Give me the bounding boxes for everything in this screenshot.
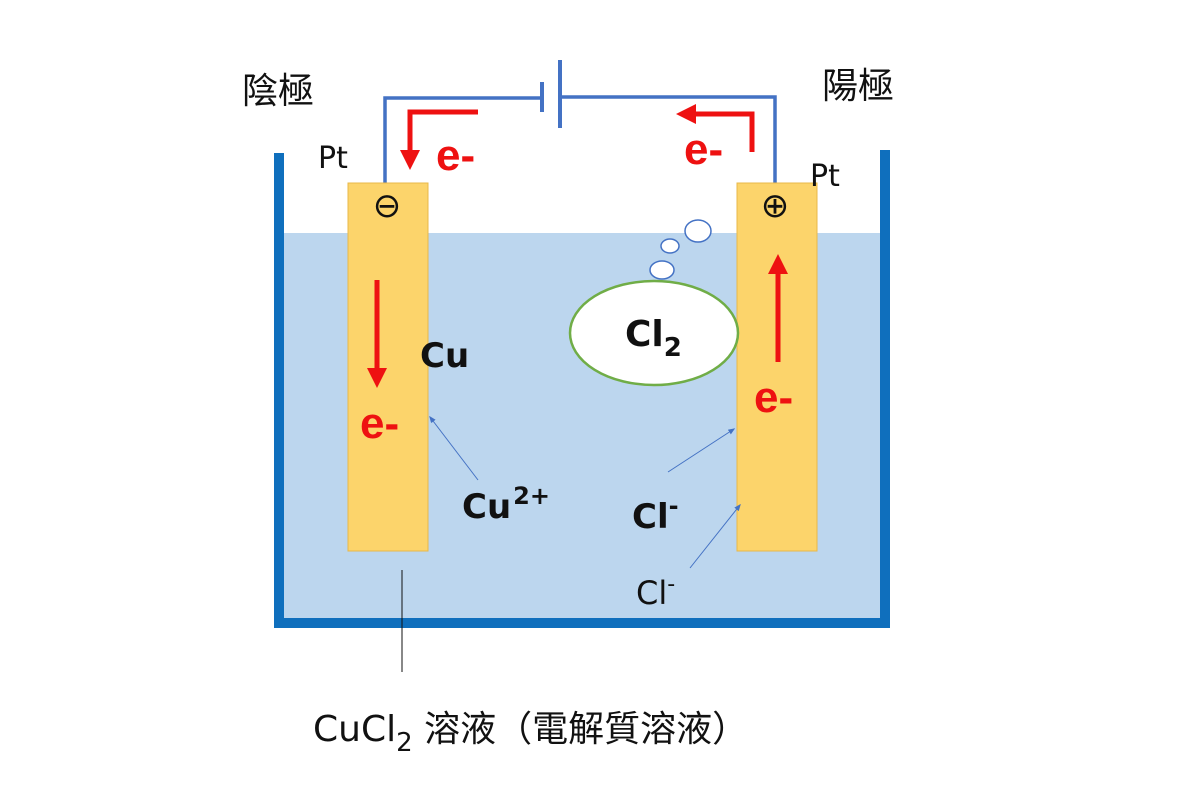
chlorine-gas-ellipse — [568, 279, 740, 387]
pt-label-cathode: Pt — [318, 141, 348, 176]
container — [274, 150, 890, 628]
chlorine-gas-label: Cl2 — [625, 314, 682, 363]
gas-bubble-large — [684, 219, 712, 243]
solution-caption: CuCl2 溶液（電解質溶液） — [313, 709, 748, 758]
chloride-ion-charge: - — [669, 492, 679, 520]
solution-formula-base: CuCl — [313, 709, 396, 750]
pointer-cl-ion-upper — [667, 428, 736, 473]
anode-electrode — [736, 182, 818, 552]
gas-bubble-medium — [649, 260, 675, 280]
copper-ion-label: Cu2+ — [462, 482, 550, 527]
pt-label-anode: Pt — [810, 159, 840, 194]
chloride-ion-lower-base: Cl — [636, 574, 667, 612]
electron-label-cathode: e- — [360, 399, 399, 448]
copper-ion-charge: 2+ — [513, 482, 550, 510]
chlorine-gas-subscript: 2 — [664, 333, 682, 363]
wire-left — [383, 96, 540, 183]
electron-arrow-top-right — [676, 104, 755, 152]
wire-right — [560, 95, 777, 183]
chlorine-gas-base: Cl — [625, 314, 664, 355]
anode-label: 陽極 — [822, 66, 894, 107]
electron-arrow-top-left — [400, 109, 478, 170]
copper-ion-base: Cu — [462, 487, 511, 527]
cathode-electrode — [347, 182, 429, 552]
minus-sign: ⊖ — [373, 186, 402, 226]
chloride-ion-label: Cl- — [632, 492, 679, 537]
chloride-ion-label-lower: Cl- — [636, 572, 675, 612]
copper-label: Cu — [420, 336, 469, 376]
electron-label-top-left: e- — [436, 131, 475, 180]
electron-label-top-right: e- — [684, 125, 723, 174]
chloride-ion-base: Cl — [632, 497, 669, 537]
plus-sign: ⊕ — [761, 186, 790, 226]
pointer-cl-ion-lower — [689, 503, 741, 569]
electron-label-anode: e- — [754, 373, 793, 422]
chloride-ion-lower-charge: - — [667, 572, 675, 597]
solution-formula-sub: 2 — [396, 728, 413, 758]
solution-name: 溶液（電解質溶液） — [413, 709, 748, 750]
cathode-label: 陰極 — [242, 71, 314, 112]
pointer-cu-ion — [429, 415, 479, 481]
gas-bubble-small — [660, 238, 680, 254]
